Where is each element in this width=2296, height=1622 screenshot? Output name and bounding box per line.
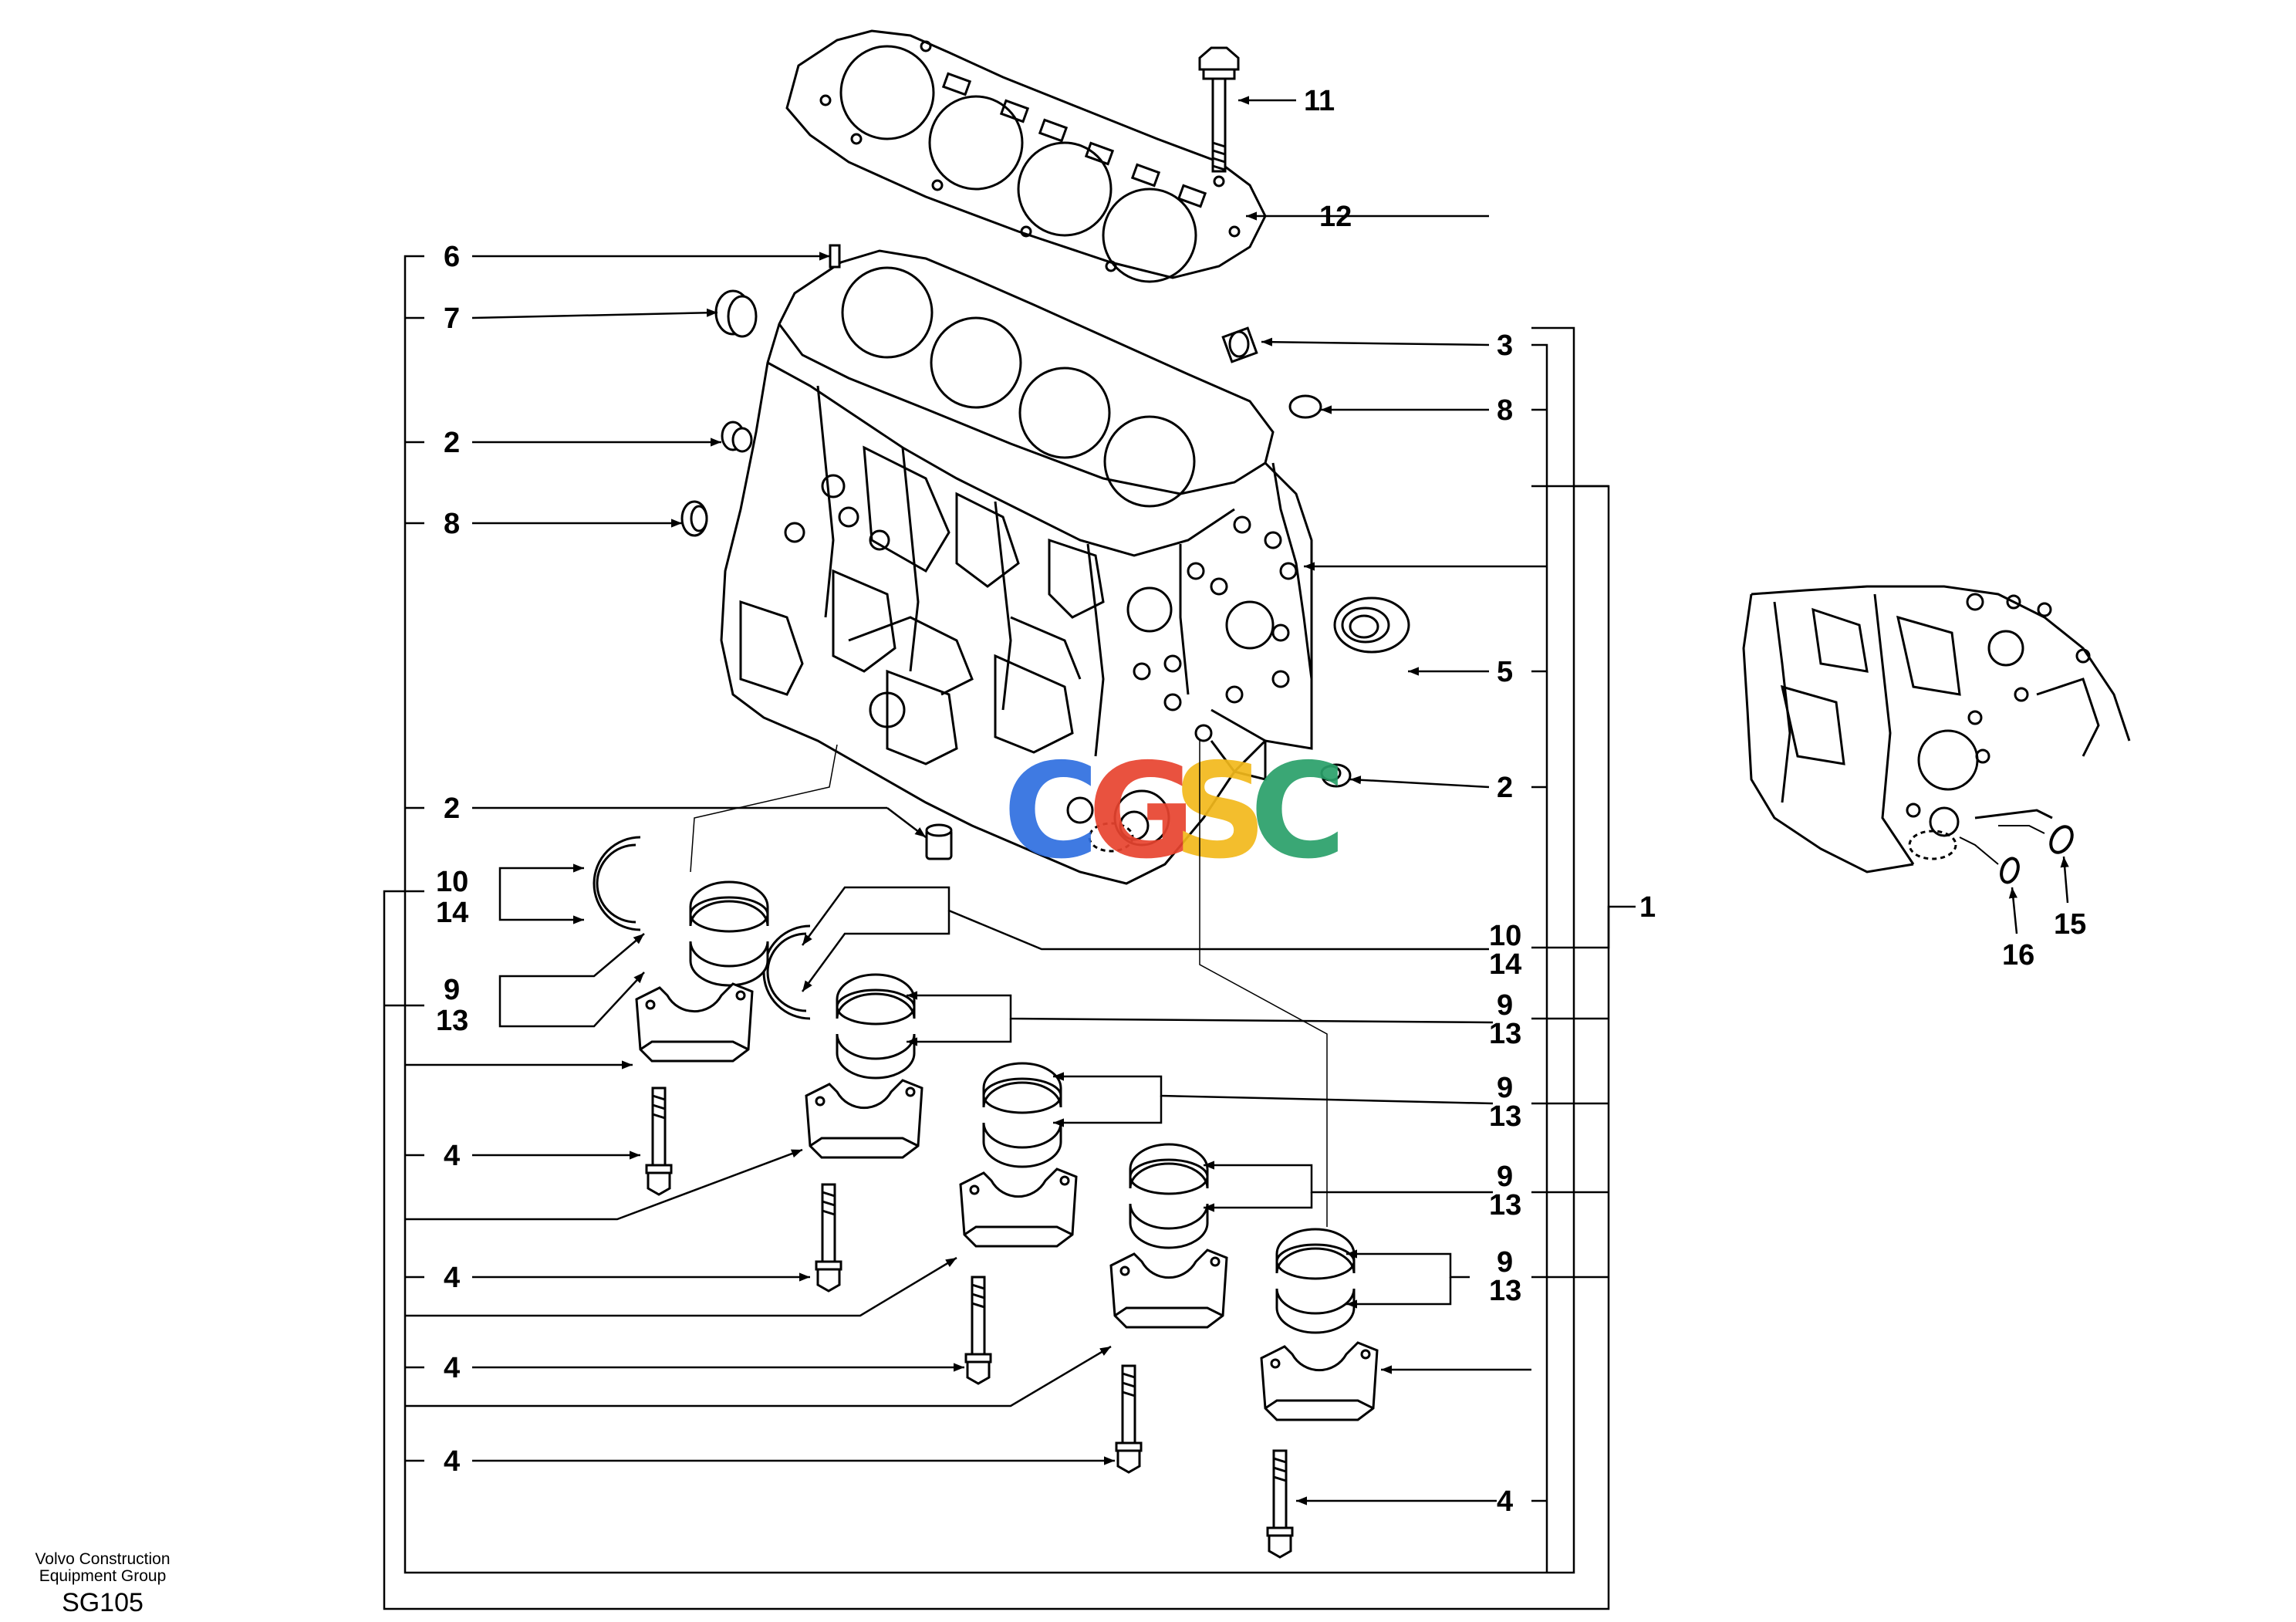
callout-3: 3 — [1497, 329, 1513, 362]
callout-8-right: 8 — [1497, 394, 1513, 427]
callout-labels: 11 12 6 7 2 8 2 10 14 9 13 4 4 4 4 3 8 5… — [436, 85, 2086, 1518]
callout-9-right-d: 9 — [1497, 1246, 1513, 1279]
callout-1: 1 — [1639, 891, 1656, 924]
callout-14-left: 14 — [436, 897, 468, 929]
watermark-letter-g: G — [1088, 735, 1196, 888]
callout-9-right-c: 9 — [1497, 1161, 1513, 1193]
footer-company: Volvo Construction Equipment Group — [35, 1550, 171, 1585]
callout-4-first: 4 — [444, 1140, 460, 1172]
callout-13-right-a: 13 — [1489, 1018, 1521, 1050]
callout-8-left: 8 — [444, 508, 460, 540]
callout-4-third: 4 — [444, 1352, 460, 1384]
watermark-letter-s: S — [1173, 735, 1267, 888]
expansion-plugs — [680, 244, 1410, 860]
callout-12: 12 — [1319, 201, 1352, 233]
head-gasket — [785, 29, 1267, 283]
callout-13-right-b: 13 — [1489, 1100, 1521, 1133]
watermark-letter-c2: C — [1250, 735, 1346, 888]
footer-code: SG105 — [62, 1588, 144, 1617]
main-bearing-bolts — [645, 1086, 1294, 1559]
leader-lines — [383, 96, 2069, 1610]
callout-10-right: 10 — [1489, 920, 1521, 952]
callout-9-right-a: 9 — [1497, 989, 1513, 1022]
callout-2-upper-left: 2 — [444, 427, 460, 459]
callout-5: 5 — [1497, 656, 1513, 688]
callout-16: 16 — [2002, 939, 2034, 972]
inset-orings — [2000, 825, 2074, 884]
callout-4-fourth: 4 — [444, 1445, 460, 1478]
callout-15: 15 — [2054, 908, 2086, 941]
callout-13-right-c: 13 — [1489, 1189, 1521, 1222]
callout-9-right-b: 9 — [1497, 1072, 1513, 1104]
bearing-caps — [635, 982, 1379, 1421]
callout-4-right: 4 — [1497, 1485, 1513, 1518]
callout-4-second: 4 — [444, 1262, 460, 1294]
callout-11: 11 — [1304, 85, 1335, 117]
callout-2-lower-left: 2 — [444, 792, 460, 825]
callout-10-left: 10 — [436, 866, 468, 898]
inset-block-detail — [1742, 585, 2131, 874]
callout-14-right: 14 — [1489, 948, 1521, 981]
head-bolt — [1198, 46, 1240, 173]
callout-13-left: 13 — [436, 1005, 468, 1037]
callout-9-left: 9 — [444, 974, 460, 1006]
cylinder-block — [720, 249, 1313, 885]
callout-13-right-d: 13 — [1489, 1275, 1521, 1307]
callout-7: 7 — [444, 302, 460, 335]
cgsc-watermark: C G S C — [1003, 735, 1346, 888]
callout-6: 6 — [444, 241, 460, 273]
callout-2-right: 2 — [1497, 772, 1513, 804]
bearing-shells — [689, 880, 1356, 1334]
watermark-letter-c1: C — [1003, 735, 1099, 888]
